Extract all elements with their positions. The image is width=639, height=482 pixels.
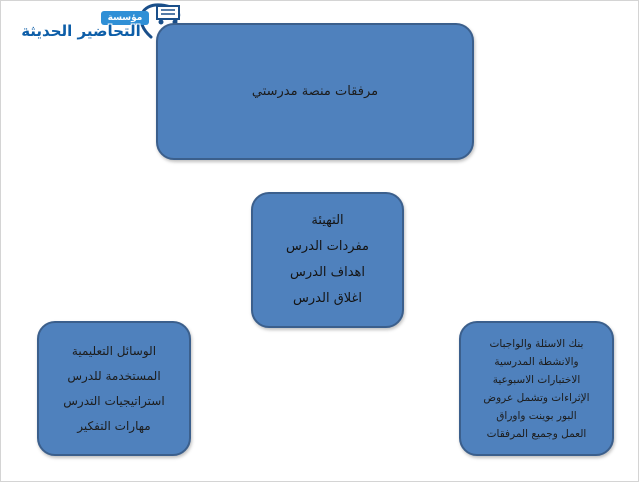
left-box-line: الوسائل التعليمية [71, 343, 157, 358]
logo-main-label: التحاضير الحديثة [21, 22, 141, 40]
right-box: بنك الاسئلة والواجبات والانشطة المدرسية … [459, 321, 614, 456]
center-box-line: التهيئة [311, 213, 344, 228]
right-box-line: البور بوينت واوراق [496, 409, 577, 422]
logo-small-label: مؤسسة [101, 11, 149, 25]
center-box-line: مفردات الدرس [285, 239, 370, 254]
logo: مؤسسة التحاضير الحديثة [1, 1, 183, 45]
right-box-line: بنك الاسئلة والواجبات [489, 337, 584, 350]
center-box-line: اغلاق الدرس [293, 291, 362, 306]
left-box-text: الوسائل التعليمية المستخدمة للدرس استرات… [63, 339, 164, 439]
center-box: التهيئة مفردات الدرس اهداف الدرس اغلاق ا… [251, 192, 404, 328]
center-box-line: اهداف الدرس [289, 265, 366, 280]
left-box-line: مهارات التفكير [77, 418, 151, 433]
right-box-line: الاختبارات الاسبوعية [492, 373, 581, 386]
left-box-line: استراتيجيات التدرس [63, 393, 165, 408]
right-box-text: بنك الاسئلة والواجبات والانشطة المدرسية … [483, 335, 589, 443]
right-box-line: العمل وجميع المرفقات [486, 427, 587, 440]
center-box-text: التهيئة مفردات الدرس اهداف الدرس اغلاق ا… [286, 208, 369, 312]
main-box-line: مرفقات منصة مدرستي [251, 83, 379, 99]
main-box: مرفقات منصة مدرستي [156, 23, 474, 160]
main-box-text: مرفقات منصة مدرستي [252, 83, 378, 101]
left-box: الوسائل التعليمية المستخدمة للدرس استرات… [37, 321, 191, 456]
left-box-line: المستخدمة للدرس [67, 368, 161, 383]
right-box-line: والانشطة المدرسية [494, 355, 579, 368]
right-box-line: الإثراءات وتشمل عروض [483, 391, 590, 404]
